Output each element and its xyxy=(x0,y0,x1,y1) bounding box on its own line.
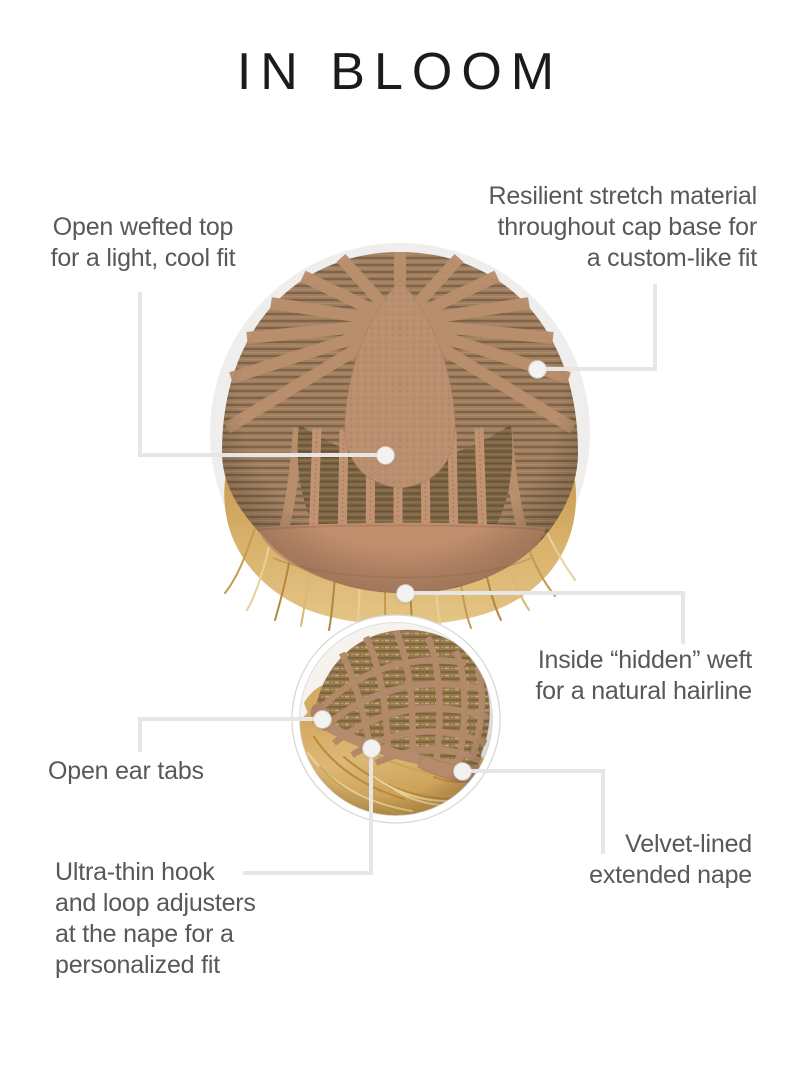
figure-cap-interior-top-view xyxy=(210,243,590,637)
leader-line-adjusters-h xyxy=(243,871,373,875)
callout-dot-adjusters xyxy=(363,740,380,757)
leader-line-hidden-weft-v xyxy=(681,591,685,644)
leader-line-open-wefted-top-v xyxy=(138,292,142,455)
leader-line-resilient-v xyxy=(653,284,657,371)
callout-label-hook-loop-adjusters: Ultra-thin hook and loop adjusters at th… xyxy=(55,858,256,979)
cap-shading xyxy=(222,252,578,594)
callout-dot-velvet xyxy=(454,763,471,780)
inner-shading xyxy=(298,621,494,817)
callout-dot-hidden-weft xyxy=(397,585,414,602)
leader-line-velvet-v xyxy=(601,769,605,854)
callout-label-resilient-stretch: Resilient stretch material throughout ca… xyxy=(488,182,757,272)
callout-label-open-ear-tabs: Open ear tabs xyxy=(48,757,204,785)
callout-label-velvet-nape: Velvet-lined extended nape xyxy=(589,830,752,889)
leader-line-open-wefted-top-h xyxy=(138,453,388,457)
callout-dot-open-wefted-top xyxy=(377,447,394,464)
callout-dot-ear-tabs xyxy=(314,711,331,728)
page-title: IN BLOOM xyxy=(236,43,564,101)
leader-line-velvet-h xyxy=(462,769,605,773)
leader-line-ear-tabs-v xyxy=(138,717,142,752)
leader-line-ear-tabs-h xyxy=(138,717,324,721)
leader-line-hidden-weft-h xyxy=(405,591,685,595)
callout-label-open-wefted-top: Open wefted top for a light, cool fit xyxy=(50,213,236,272)
callout-label-hidden-weft: Inside “hidden” weft for a natural hairl… xyxy=(535,646,752,705)
leader-line-resilient-h xyxy=(537,367,657,371)
callout-dot-resilient xyxy=(529,361,546,378)
leader-line-adjusters-v xyxy=(369,748,373,875)
